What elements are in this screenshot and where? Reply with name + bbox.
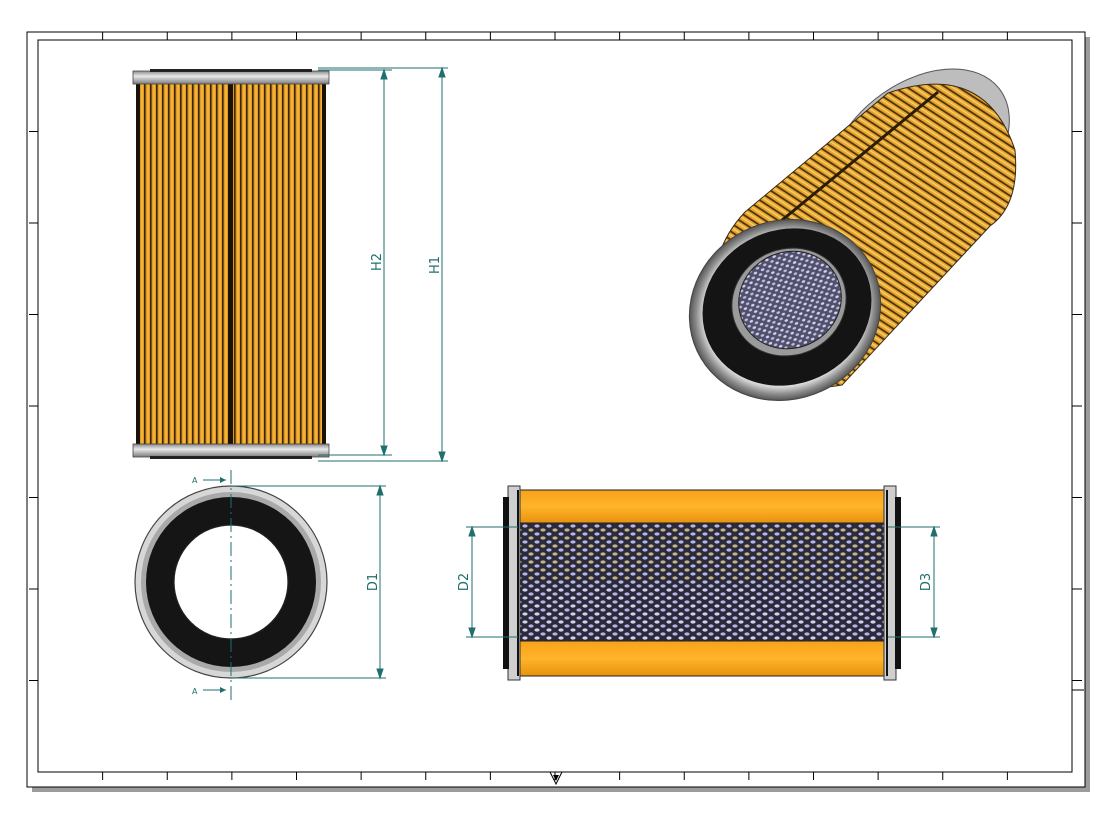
section-left-seal (503, 497, 509, 669)
section-right-cap (883, 485, 897, 681)
front-edge-right (322, 83, 326, 445)
dimension-label-d1: D1 (366, 573, 381, 591)
dimension-label-d3: D3 (919, 573, 934, 591)
front-top-endcap-lip (150, 69, 312, 72)
front-top-endcap (132, 70, 330, 85)
dimension-label-d2: D2 (457, 573, 472, 591)
dimension-label-h2: H2 (370, 253, 385, 271)
iso-view (688, 68, 1017, 401)
section-bottom-wall (510, 640, 895, 677)
front-bottom-endcap (132, 443, 330, 458)
front-view (132, 69, 330, 459)
iso-inner-mesh (738, 250, 842, 350)
dimension-label-h1: H1 (428, 256, 443, 274)
section-top-wall (510, 489, 895, 524)
front-bottom-endcap-lip (150, 456, 312, 459)
section-right-seal (895, 497, 901, 669)
dimension-d3 (888, 525, 940, 639)
iso-seam (769, 90, 939, 232)
section-mark-bottom: A (192, 687, 198, 696)
dimension-h1 (318, 66, 448, 463)
zone-ticks (29, 32, 1082, 780)
section-mesh-lower (517, 583, 889, 641)
section-view (503, 485, 901, 681)
front-seam (228, 83, 233, 445)
dimension-d2 (466, 525, 518, 639)
dimension-h2 (318, 68, 392, 457)
centering-mark-icon (549, 771, 563, 786)
dimension-d1 (232, 484, 386, 680)
front-edge-left (136, 83, 140, 445)
section-mark-top: A (192, 476, 198, 485)
end-view (134, 470, 328, 700)
